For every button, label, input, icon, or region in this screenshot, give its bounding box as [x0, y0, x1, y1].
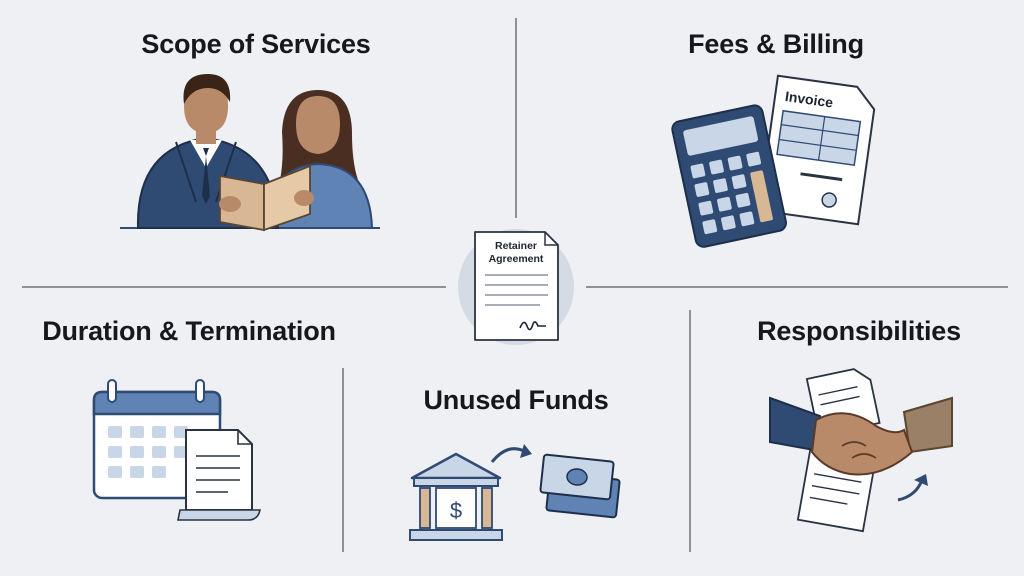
- responsibilities-illustration: [769, 368, 953, 533]
- dollar-sign: $: [450, 498, 462, 523]
- document-icon: [177, 429, 261, 521]
- arrow-icon-2: [897, 479, 924, 502]
- handshake-icon: [769, 396, 953, 476]
- folder-icon: [263, 164, 311, 232]
- fees-billing-title: Fees & Billing: [688, 29, 864, 59]
- responsibilities-title: Responsibilities: [757, 316, 961, 346]
- fees-billing-illustration: Invoice: [671, 74, 876, 248]
- woman-face: [296, 96, 340, 154]
- doc-title-line1: Retainer: [495, 240, 537, 252]
- duration-termination-title: Duration & Termination: [42, 316, 336, 346]
- bank-icon: $: [409, 452, 503, 541]
- unused-funds-title: Unused Funds: [423, 385, 609, 415]
- unused-funds-illustration: $: [409, 444, 621, 541]
- invoice-label: Invoice: [784, 88, 834, 111]
- man-hair: [183, 74, 231, 104]
- duration-illustration: [92, 379, 261, 521]
- retainer-agreement-icon: Retainer Agreement: [458, 229, 574, 345]
- doc-title-line2: Agreement: [489, 253, 544, 265]
- calculator-icon: [671, 104, 787, 248]
- divider-lines: [22, 18, 1008, 552]
- man-face: [184, 78, 228, 134]
- cash-icon: [539, 453, 621, 519]
- consultation-illustration: [120, 74, 380, 232]
- scope-of-services-title: Scope of Services: [141, 29, 371, 59]
- signature: [519, 321, 546, 331]
